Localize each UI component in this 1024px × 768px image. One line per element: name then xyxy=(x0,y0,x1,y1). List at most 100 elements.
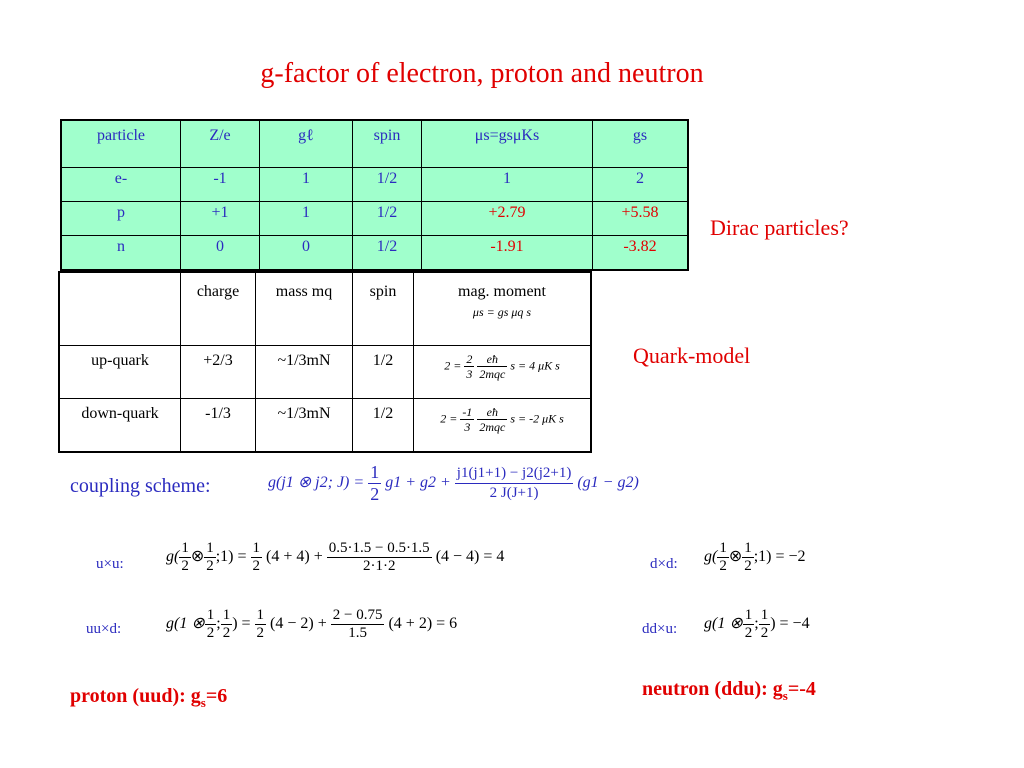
cell-spin: 1/2 xyxy=(352,235,422,271)
page-title: g-factor of electron, proton and neutron xyxy=(260,58,704,89)
numerator: 1 xyxy=(254,607,267,625)
table-header-row: charge mass mq spin mag. moment μs = gs … xyxy=(58,271,592,346)
numerator: 1 xyxy=(204,607,217,625)
denominator: 2 xyxy=(256,625,265,641)
header-mass: mass mq xyxy=(255,271,353,346)
table-header-row: particle Z/e gℓ spin μs=gsμKs gs xyxy=(60,119,689,168)
uxu-label: u×u: xyxy=(96,556,124,572)
denominator: 2 J(J+1) xyxy=(489,485,539,501)
formula-part: g(1 ⊗ xyxy=(704,615,743,633)
cell-spin: 1/2 xyxy=(352,167,422,202)
formula-part: (4 + 4) + xyxy=(266,548,323,566)
formula-part: ; xyxy=(754,615,759,633)
cell-gl: 0 xyxy=(259,235,353,271)
denominator: 2mqc xyxy=(479,420,506,434)
denominator: 1.5 xyxy=(348,625,367,641)
formula-part: ;1) = −2 xyxy=(753,548,806,566)
dirac-label: Dirac particles? xyxy=(710,215,849,240)
cell-charge: +2/3 xyxy=(180,345,256,399)
denominator: 3 xyxy=(464,420,471,434)
formula-part: ) = xyxy=(232,615,251,633)
formula-part: (4 + 2) = 6 xyxy=(388,615,458,633)
header-charge: Z/e xyxy=(180,119,260,168)
cell-spin: 1/2 xyxy=(352,345,414,399)
dxd-label: d×d: xyxy=(650,556,678,572)
numerator: 1 xyxy=(717,540,729,558)
numerator: 1 xyxy=(204,540,216,558)
cell-charge: -1 xyxy=(180,167,260,202)
header-mu-s: μs=gsμKs xyxy=(421,119,593,168)
numerator: 2 − 0.75 xyxy=(330,607,385,625)
header-empty xyxy=(58,271,181,346)
table-row: p +1 1 1/2 +2.79 +5.58 xyxy=(60,201,689,236)
proton-text: proton (uud): g xyxy=(70,685,201,707)
numerator: -1 xyxy=(460,405,475,420)
mag-moment-label: mag. moment xyxy=(458,283,546,300)
g-factor-table: particle Z/e gℓ spin μs=gsμKs gs e- -1 1… xyxy=(60,119,689,271)
denominator: 2 xyxy=(222,625,231,641)
formula-prefix: 2 xyxy=(440,411,447,426)
header-spin: spin xyxy=(352,119,422,168)
cell-particle: n xyxy=(60,235,181,271)
cell-charge: +1 xyxy=(180,201,260,236)
cell-gs: 2 xyxy=(592,167,689,202)
formula-part: ⊗ xyxy=(190,548,205,566)
header-mag-moment: mag. moment μs = gs μq s xyxy=(413,271,592,346)
formula-suffix: s = 4 μK s xyxy=(510,358,560,373)
header-charge: charge xyxy=(180,271,256,346)
cell-spin: 1/2 xyxy=(352,398,414,453)
cell-gl: 1 xyxy=(259,167,353,202)
formula-part: ⊗ xyxy=(728,548,743,566)
numerator: eħ xyxy=(477,352,508,367)
numerator: 1 xyxy=(250,540,263,558)
cell-spin: 1/2 xyxy=(352,201,422,236)
numerator: 1 xyxy=(220,607,233,625)
cell-quark-name: up-quark xyxy=(58,345,181,399)
cell-gl: 1 xyxy=(259,201,353,236)
coupling-lhs: g(j1 ⊗ j2; J) = xyxy=(268,474,365,492)
header-particle: particle xyxy=(60,119,181,168)
quark-model-label: Quark-model xyxy=(633,343,751,368)
denominator: 2 xyxy=(744,558,752,574)
denominator: 2 xyxy=(181,558,189,574)
formula-part: ) = −4 xyxy=(770,615,810,633)
cell-mass: ~1/3mN xyxy=(255,398,353,453)
formula-part: g(1 ⊗ xyxy=(166,615,205,633)
cell-gs: +5.58 xyxy=(592,201,689,236)
denominator: 2 xyxy=(719,558,727,574)
cell-mu-s: +2.79 xyxy=(421,201,593,236)
neutron-text: neutron (ddu): g xyxy=(642,678,783,700)
cell-quark-name: down-quark xyxy=(58,398,181,453)
denominator: 2 xyxy=(206,625,215,641)
denominator: 2·1·2 xyxy=(362,558,396,574)
neutron-result: neutron (ddu): gs=-4 xyxy=(642,678,816,704)
numerator: 0.5·1.5 − 0.5·1.5 xyxy=(326,540,432,558)
neutron-value: =-4 xyxy=(787,678,816,700)
denominator: 2mqc xyxy=(479,367,506,381)
formula-part: (4 − 2) + xyxy=(270,615,327,633)
numerator: 1 xyxy=(368,462,382,484)
numerator: 2 xyxy=(464,352,475,367)
formula-part: g( xyxy=(166,548,180,566)
header-gs: gs xyxy=(592,119,689,168)
numerator: 1 xyxy=(742,540,754,558)
denominator: 2 xyxy=(760,625,769,641)
denominator: 3 xyxy=(466,367,473,381)
fraction: j1(j1+1) − j2(j2+1)2 J(J+1) xyxy=(454,464,574,503)
cell-mass: ~1/3mN xyxy=(255,345,353,399)
